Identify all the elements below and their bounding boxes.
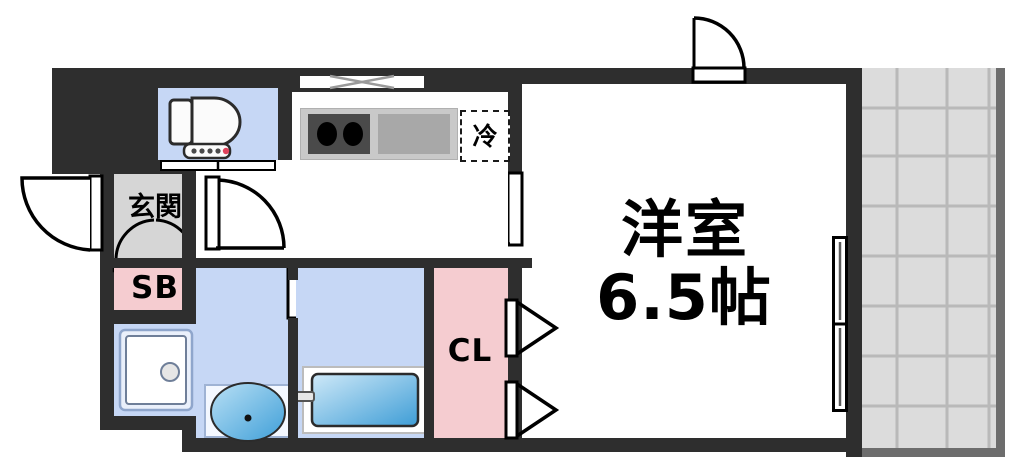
exterior-wall-left-lower xyxy=(100,258,114,430)
wall-shoe-box-right xyxy=(182,258,196,324)
balcony-sliding-door-panes xyxy=(832,242,848,406)
balcony-area xyxy=(855,68,1005,450)
wall-washroom-right xyxy=(288,258,298,280)
exterior-wall-right xyxy=(846,68,862,457)
main-room-floor xyxy=(522,84,846,438)
wall-main-room-left-upper xyxy=(508,84,522,174)
exterior-wall-bottom-left xyxy=(100,416,196,430)
shoe-box-label: SB xyxy=(131,269,179,306)
closet-floor xyxy=(432,264,508,438)
wash-basin xyxy=(210,382,286,442)
balcony-rail-bottom xyxy=(855,448,1005,457)
closet-label: CL xyxy=(447,332,493,369)
wall-bathroom-right xyxy=(424,264,434,438)
toilet-unit xyxy=(168,96,242,160)
kitchen-sink-surface xyxy=(378,114,450,154)
wall-washroom-top xyxy=(196,258,532,268)
closet-door-upper[interactable] xyxy=(504,298,560,358)
bathtub xyxy=(293,372,420,428)
washing-machine-space xyxy=(118,328,194,412)
wall-shoe-box-top xyxy=(100,258,196,268)
closet-door-lower[interactable] xyxy=(504,380,560,440)
exterior-wall-bottom-main xyxy=(182,438,862,452)
stove-burner-icons xyxy=(317,122,363,146)
refrigerator-space xyxy=(460,110,510,162)
kitchen-window-sash-icon xyxy=(329,74,395,90)
wall-entrance-right xyxy=(182,174,196,258)
balcony-rail-right xyxy=(996,68,1005,457)
wall-shoe-box-bottom xyxy=(100,310,196,324)
balcony-tile-grid xyxy=(855,68,1005,450)
main-room-label-line1: 洋室 xyxy=(620,193,749,266)
entrance-label: 玄関 xyxy=(128,191,182,223)
washroom-door[interactable] xyxy=(204,175,288,260)
service-door[interactable] xyxy=(690,16,752,84)
toilet-door-pane xyxy=(216,160,220,171)
entrance-door[interactable] xyxy=(18,174,104,260)
refrigerator-label: 冷 xyxy=(472,121,498,151)
main-room-label-line2: 6.5帖 xyxy=(596,261,772,334)
wall-bathroom-left xyxy=(288,318,298,438)
